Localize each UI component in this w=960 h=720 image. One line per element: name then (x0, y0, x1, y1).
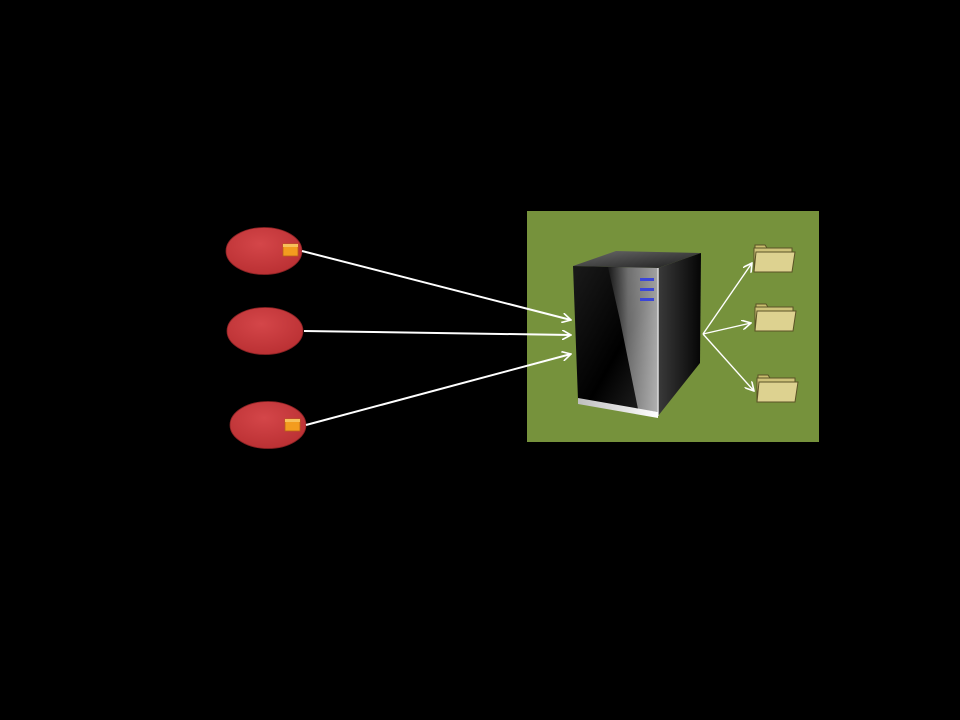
arrow-client1-to-server (301, 250, 571, 320)
arrow-client3-to-server (305, 354, 571, 426)
client-node-1[interactable] (225, 227, 303, 275)
document-badge-icon (284, 418, 301, 432)
folder-icon[interactable] (754, 303, 797, 332)
arrow-client2-to-server (303, 331, 571, 335)
client-node-3[interactable] (229, 401, 307, 449)
folder-icon[interactable] (753, 244, 796, 273)
document-badge-icon (282, 243, 299, 257)
folder-icon[interactable] (756, 374, 799, 403)
client-node-2[interactable] (226, 307, 304, 355)
arrow-server-to-folder-3 (702, 333, 754, 391)
status-light (640, 278, 654, 281)
status-light (640, 288, 654, 291)
arrow-server-to-folder-2 (702, 323, 751, 335)
arrow-server-to-folder-1 (702, 263, 752, 335)
server-tower-icon[interactable] (573, 251, 701, 418)
status-light (640, 298, 654, 301)
